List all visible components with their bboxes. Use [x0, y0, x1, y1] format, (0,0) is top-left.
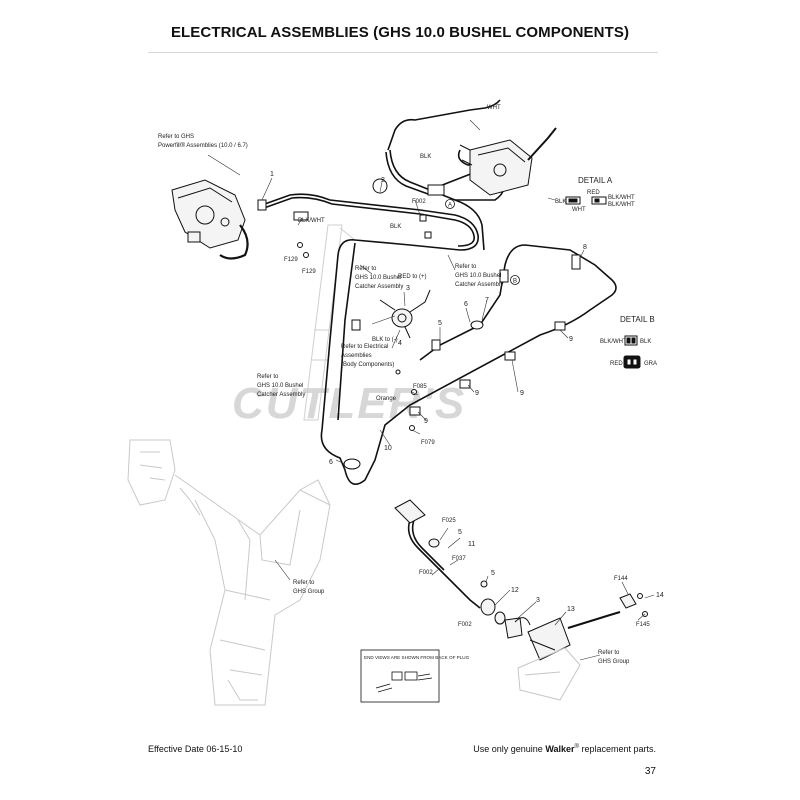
part-12: 12 [511, 587, 519, 594]
part-7: 7 [485, 297, 489, 304]
reference-callouts: Refer to GHS Powerfill® Assemblies (10.0… [158, 134, 630, 665]
circled-markers: A B [445, 199, 520, 285]
fastener-f085: F085 [413, 384, 427, 390]
part-4: 4 [398, 340, 402, 347]
ghost-bracket-lower [517, 647, 581, 701]
wire-label-blk-top: BLK [420, 154, 431, 160]
fastener-f079: F079 [421, 440, 435, 446]
top-actuator [459, 127, 557, 196]
end-views-box: END VIEWS ARE SHOWN FROM BACK OF PLUG [360, 649, 470, 703]
brand-name: Walker [545, 744, 575, 754]
wire-label-blk-wht: BLK/WHT [298, 218, 325, 224]
wire-labels: WHT BLK BLK BLK/WHT RED to (+) BLK to (-… [298, 105, 501, 402]
marker-b-circle [510, 275, 520, 285]
marker-a: A [448, 203, 452, 209]
part-5-c: 5 [491, 570, 495, 577]
page-number: 37 [644, 766, 656, 777]
lower-components [394, 499, 648, 661]
ref-ghs-catcher-b: Refer to GHS 10.0 Bushel Catcher Assembl… [455, 264, 503, 288]
fastener-f129-b: F129 [302, 269, 316, 275]
part-5: 5 [438, 320, 442, 327]
ref-ghs-catcher-c: Refer to GHS 10.0 Bushel Catcher Assembl… [257, 374, 305, 398]
fastener-f002-c: F002 [458, 622, 472, 628]
wire-label-red-plus: RED to (+) [398, 274, 427, 280]
detail-b-row2-left: RED [610, 361, 623, 367]
end-views-note: END VIEWS ARE SHOWN FROM BACK OF PLUG [364, 655, 470, 660]
page-title: ELECTRICAL ASSEMBLIES (GHS 10.0 BUSHEL C… [170, 24, 630, 41]
detail-a-bottom: WHT [572, 207, 586, 213]
part-9-d: 9 [424, 418, 428, 425]
wire-label-blk-minus: BLK to (-) [372, 337, 398, 343]
part-9-b: 9 [520, 390, 524, 397]
part-3-b: 3 [536, 597, 540, 604]
fastener-f025: F025 [442, 518, 456, 524]
fastener-f002-b: F002 [419, 570, 433, 576]
part-2: 2 [381, 177, 385, 184]
ref-ghs-group-b: Refer to GHS Group [598, 650, 630, 665]
detail-a-title: DETAIL A [578, 176, 613, 185]
detail-a: DETAIL A BLK WHT RED BLK/WHT BLK/WHT [555, 176, 635, 213]
catcher-switch [379, 289, 431, 339]
registered-mark: ® [574, 744, 579, 750]
wire-label-wht: WHT [487, 105, 501, 111]
detail-b-title: DETAIL B [620, 315, 655, 324]
fastener-f145: F145 [636, 622, 650, 628]
wire-label-orange: Orange [376, 396, 397, 402]
part-14: 14 [656, 592, 664, 599]
fastener-f144: F144 [614, 576, 628, 582]
marker-b: B [513, 279, 517, 285]
fastener-f002-a: F002 [412, 199, 426, 205]
fastener-f129-a: F129 [284, 257, 298, 263]
detail-b-row2-right: GRA [644, 361, 657, 367]
part-11: 11 [468, 541, 475, 548]
genuine-suffix: replacement parts. [581, 744, 656, 754]
part-3: 3 [406, 285, 410, 292]
part-5-b: 5 [458, 529, 462, 536]
ref-ghs-powerfill: Refer to GHS Powerfill® Assemblies (10.0… [158, 134, 248, 149]
detail-b-connector-icon [623, 335, 641, 369]
detail-b-row1-left: BLK/WHT [600, 339, 627, 345]
part-9-a: 9 [569, 336, 573, 343]
leader-lines [207, 119, 655, 661]
detail-a-right-2: BLK/WHT [608, 202, 635, 208]
detail-a-top: RED [587, 190, 600, 196]
title-rule [148, 52, 658, 53]
detail-b: DETAIL B BLK/WHT BLK RED GRA [600, 315, 657, 369]
part-8: 8 [583, 244, 587, 251]
fastener-screws [297, 242, 417, 431]
ref-ghs-catcher-a: Refer to GHS 10.0 Bushel Catcher Assembl… [355, 266, 403, 290]
genuine-prefix: Use only genuine [473, 744, 543, 754]
part-1: 1 [270, 171, 274, 178]
fastener-f037: F037 [452, 556, 466, 562]
detail-b-row1-right: BLK [640, 339, 651, 345]
powerfill-motor [171, 179, 249, 260]
marker-a-circle [445, 199, 455, 209]
ref-ghs-group-a: Refer to GHS Group [293, 580, 325, 595]
part-6: 6 [464, 301, 468, 308]
harness-clips [257, 178, 581, 470]
ghost-chute [127, 439, 331, 706]
part-13: 13 [567, 606, 575, 613]
ghost-catcher-frame [303, 224, 356, 421]
part-10: 10 [384, 445, 392, 452]
effective-date: Effective Date 06-15-10 [148, 744, 243, 754]
genuine-parts-note: Use only genuine Walker® replacement par… [473, 744, 656, 754]
part-9-c: 9 [475, 390, 479, 397]
fastener-codes: F002 F129 F129 F085 F079 F025 F037 F002 … [284, 199, 650, 628]
lower-harness [407, 519, 481, 609]
ref-electrical-body: Refer to Electrical Assemblies (Body Com… [341, 344, 394, 368]
detail-a-left: BLK [555, 199, 566, 205]
part-6-b: 6 [329, 459, 333, 466]
detail-a-right-1: BLK/WHT [608, 195, 635, 201]
part-numbers: 1 2 3 4 5 6 7 8 9 9 9 9 10 6 5 5 11 12 3… [270, 171, 664, 613]
wire-label-blk-mid: BLK [390, 224, 401, 230]
detail-a-connector-icon [565, 196, 607, 205]
